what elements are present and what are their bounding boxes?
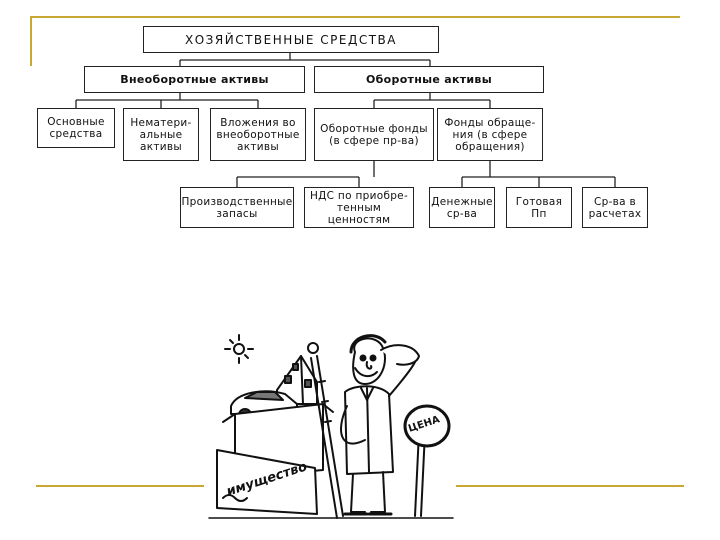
price-sign-icon: [403, 404, 451, 517]
root-node: ХОЗЯЙСТВЕННЫЕ СРЕДСТВА: [143, 26, 439, 53]
man-figure: [340, 334, 420, 516]
finished-goods-node: Готовая Пп: [506, 187, 572, 228]
bottom-accent-line-left: [36, 485, 204, 487]
left-accent-line: [30, 16, 32, 66]
noncurrent-assets-node: Внеоборотные активы: [84, 66, 305, 93]
fixed-assets-node: Основные средства: [37, 108, 115, 148]
cartoon-illustration: ЦЕНА имущество: [205, 322, 457, 522]
cash-node: Денежные ср-ва: [429, 187, 495, 228]
sun-icon: [224, 334, 254, 364]
intangible-assets-node: Нематери- альные активы: [123, 108, 199, 161]
current-assets-node: Оборотные активы: [314, 66, 544, 93]
production-inventory-node: Производственные запасы: [180, 187, 294, 228]
receivables-node: Ср-ва в расчетах: [582, 187, 648, 228]
noncurrent-investments-node: Вложения во внеоборотные активы: [210, 108, 306, 161]
bottom-accent-line-right: [456, 485, 684, 487]
top-accent-line: [30, 16, 680, 18]
vat-node: НДС по приобре- тенным ценностям: [304, 187, 414, 228]
thermometer-icon: [307, 342, 344, 519]
circulation-funds-node: Фонды обраще- ния (в сфере обращения): [437, 108, 543, 161]
working-funds-node: Оборотные фонды (в сфере пр-ва): [314, 108, 434, 161]
